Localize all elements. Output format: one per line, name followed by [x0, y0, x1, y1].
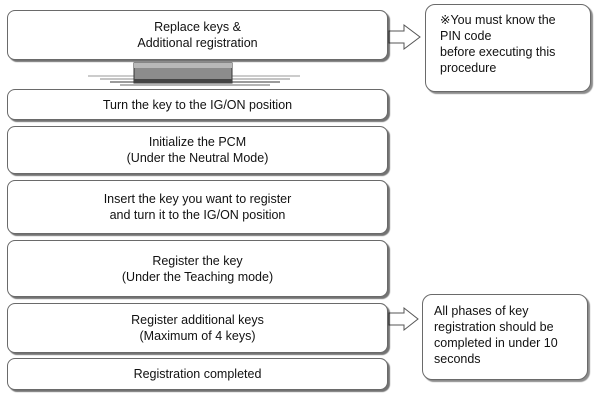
- step-text-line: (Maximum of 4 keys): [139, 329, 256, 343]
- note-text-line: completed in under 10: [434, 336, 558, 350]
- note-text-line: seconds: [434, 352, 481, 366]
- step-insert-key: Insert the key you want to register and …: [7, 180, 388, 234]
- step-register-key: Register the key (Under the Teaching mod…: [7, 240, 388, 297]
- step-text-line: Initialize the PCM: [148, 135, 247, 149]
- step-initialize-pcm: Initialize the PCM (Under the Neutral Mo…: [7, 126, 388, 174]
- note-pin-code: ※You must know the PIN code before execu…: [425, 4, 591, 92]
- step-text-line: Insert the key you want to register: [103, 192, 292, 206]
- note-text-line: procedure: [440, 61, 497, 75]
- note-text-line: registration should be: [434, 320, 554, 334]
- step-text-line: Replace keys &: [154, 20, 241, 34]
- step-text-line: Additional registration: [137, 36, 258, 50]
- step-text-line: (Under the Teaching mode): [121, 269, 274, 284]
- note-time-limit: All phases of key registration should be…: [422, 294, 588, 380]
- note-text-line: ※You must know the: [440, 13, 556, 27]
- note-text-line: PIN code: [440, 29, 492, 43]
- note-text-line: before executing this: [440, 45, 556, 59]
- note-text-line: All phases of key: [434, 304, 529, 318]
- step-register-additional-keys: Register additional keys (Maximum of 4 k…: [7, 303, 388, 353]
- step-text-line: and turn it to the IG/ON position: [109, 208, 286, 222]
- step-replace-keys: Replace keys & Additional registration: [7, 10, 388, 60]
- arrow-to-note-2: [388, 306, 419, 332]
- step-text-line: Registration completed: [133, 367, 262, 381]
- key-illustration: [88, 62, 300, 86]
- step-registration-completed: Registration completed: [7, 358, 388, 390]
- step-text-line: Turn the key to the IG/ON position: [102, 97, 293, 112]
- step-text-line: Register additional keys: [131, 313, 264, 327]
- step-text-line: (Under the Neutral Mode): [126, 151, 269, 165]
- step-turn-key-ig-on: Turn the key to the IG/ON position: [7, 89, 388, 120]
- step-text-line: Register the key: [152, 253, 243, 268]
- arrow-to-note-1: [388, 24, 421, 50]
